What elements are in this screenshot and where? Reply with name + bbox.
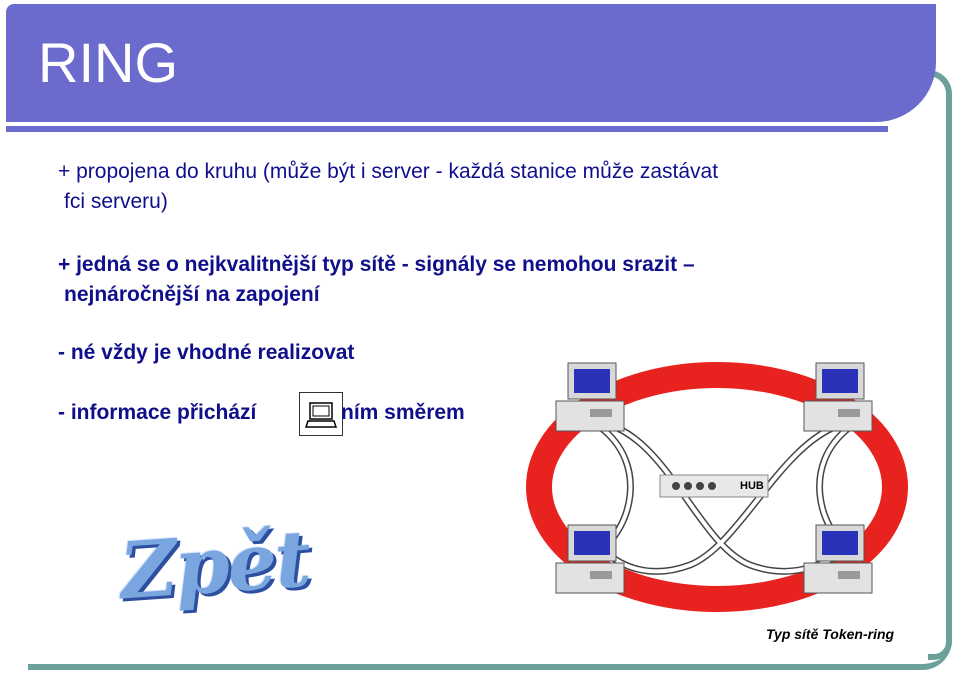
bullet-1-line-1: + propojena do kruhu (může být i server … (58, 160, 719, 183)
back-button[interactable]: Zpět (117, 513, 313, 618)
cables-inner (598, 423, 852, 574)
computer-icon-top-right (803, 362, 873, 432)
computer-icon (304, 402, 338, 428)
computer-icon-bottom-left (555, 524, 625, 594)
diagram-caption: Typ sítě Token-ring (766, 626, 895, 642)
bullet-3: - né vždy je vhodné realizovat (58, 341, 355, 364)
ring-ellipse (526, 362, 908, 612)
hub-label: HUB (740, 480, 764, 492)
hub-icon (659, 474, 769, 498)
computer-icon-top-left (555, 362, 625, 432)
bullet-1-line-2: fci serveru) (64, 190, 168, 213)
token-ring-diagram (526, 362, 908, 612)
slide-frame-bottom (28, 640, 952, 670)
title-bar (6, 4, 936, 122)
title-underline (6, 126, 888, 132)
slide-title: RING (38, 31, 178, 94)
bullet-4-part-a: - informace přichází (58, 401, 257, 424)
bullet-2-line-1: + jedná se o nejkvalitnější typ sítě - s… (58, 253, 695, 276)
computer-icon-bottom-right (803, 524, 873, 594)
sound-icon-button[interactable] (299, 392, 343, 436)
bullet-4-part-b: ním směrem (341, 401, 465, 424)
bullet-2-line-2: nejnáročnější na zapojení (64, 283, 320, 306)
